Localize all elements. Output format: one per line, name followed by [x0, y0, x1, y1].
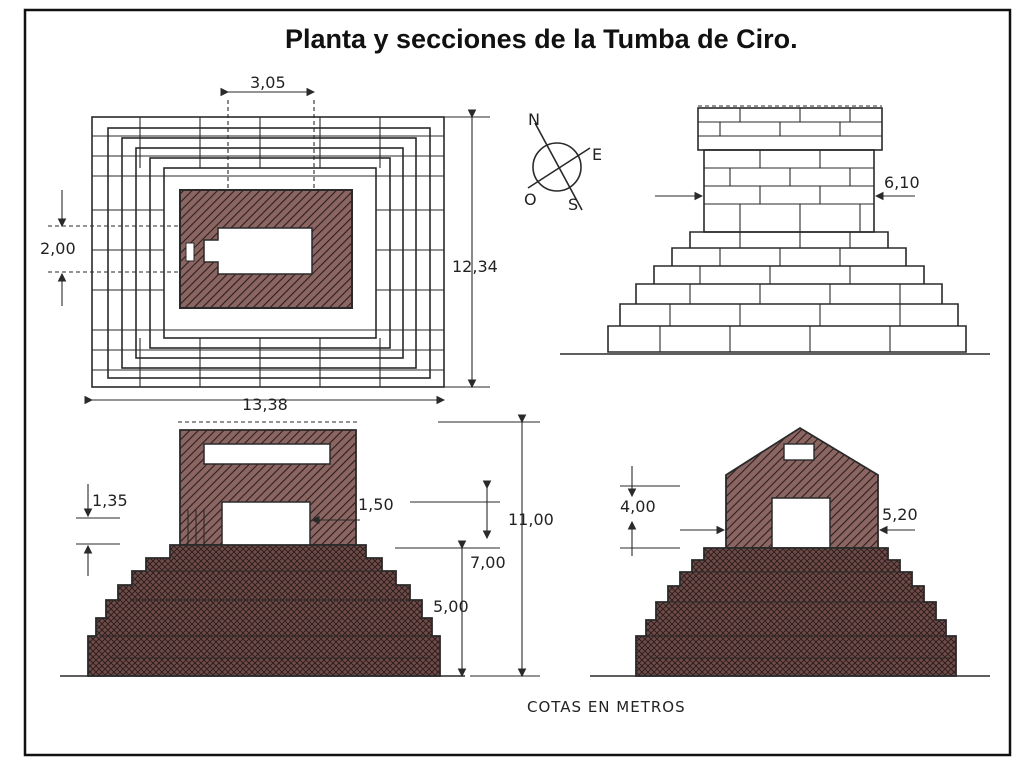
compass-north: N — [528, 110, 540, 129]
plan-dim-top: 3,05 — [250, 73, 286, 92]
compass-east: E — [592, 145, 602, 164]
cross-dim-520: 5,20 — [882, 505, 918, 524]
compass-west: O — [524, 190, 537, 209]
longitudinal-section: 1,35 1,50 7,00 5,00 11,00 — [60, 414, 554, 678]
plan-dim-bottom: 13,38 — [242, 395, 288, 414]
plan-dim-left: 2,00 — [40, 239, 76, 258]
tomb-chamber-room — [203, 227, 313, 275]
long-dim-500: 5,00 — [433, 597, 469, 616]
compass-south: S — [568, 195, 578, 214]
units-note: COTAS EN METROS — [527, 698, 686, 716]
cross-section-steps — [635, 547, 957, 677]
long-dim-135: 1,35 — [92, 491, 128, 510]
sheet-title: Planta y secciones de la Tumba de Ciro. — [285, 24, 798, 54]
compass-rose: N E S O — [524, 110, 602, 214]
plan-dim-right: 12,34 — [452, 257, 498, 276]
cross-dim-400: 4,00 — [620, 497, 656, 516]
cross-section-chamber — [725, 426, 879, 549]
sheet-border — [23, 8, 1012, 757]
long-dim-1100: 11,00 — [508, 510, 554, 529]
plan-stepped-courses — [91, 116, 445, 388]
long-section-steps — [87, 544, 441, 677]
doorway-detail — [185, 242, 195, 262]
long-dim-700: 7,00 — [470, 553, 506, 572]
cross-section: 4,00 5,20 — [590, 426, 990, 677]
plan-view: 3,05 2,00 12,34 13,38 — [40, 73, 498, 414]
long-dim-150: 1,50 — [358, 495, 394, 514]
elevation-view: 6,10 — [560, 105, 990, 355]
elevation-dim-side: 6,10 — [884, 173, 920, 192]
